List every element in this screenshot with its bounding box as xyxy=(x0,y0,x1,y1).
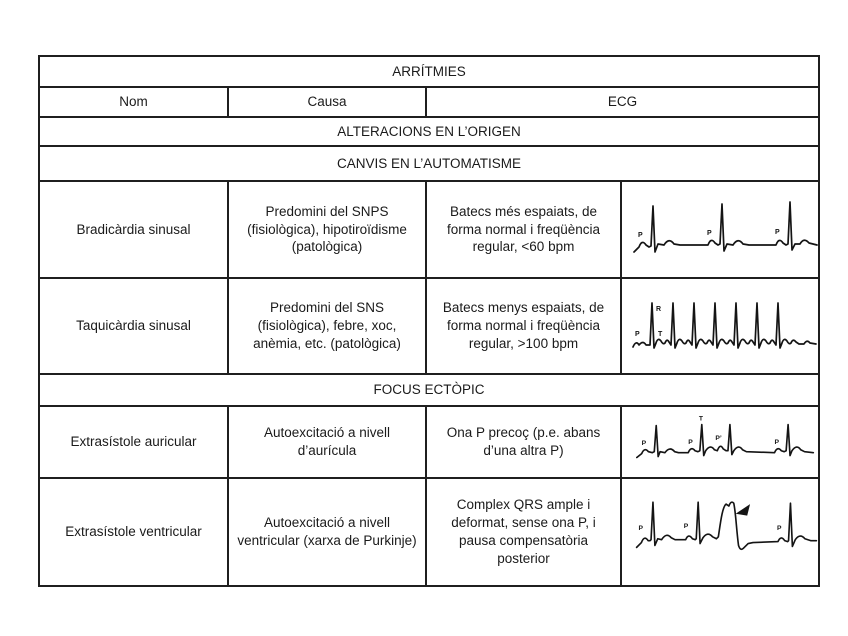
row-name-taquicardia: Taquicàrdia sinusal xyxy=(38,277,229,375)
section-header-focus: FOCUS ECTÒPIC xyxy=(37,373,821,407)
row-name-bradicardia: Bradicàrdia sinusal xyxy=(38,180,229,279)
r-wave-label: R xyxy=(656,306,661,313)
section-header-automatisme: CANVIS EN L’AUTOMATISME xyxy=(37,145,821,182)
p-wave-label: P xyxy=(639,525,644,532)
section-header-origen: ALTERACIONS EN L’ORIGEN xyxy=(37,116,821,147)
row-ecg-text-bradicardia: Batecs més espaiats, de forma normal i f… xyxy=(425,180,622,279)
table-row: Bradicàrdia sinusal Predomini del SNPS (… xyxy=(38,180,821,279)
row-ecg-text-extrasistole-auricular: Ona P precoç (p.e. abans d’una altra P) xyxy=(425,405,622,479)
p-wave-label: P xyxy=(635,331,640,338)
p-wave-label: P xyxy=(642,440,647,447)
row-ecg-text-extrasistole-ventricular: Complex QRS ample i deformat, sense ona … xyxy=(425,477,622,587)
row-ecg-image-cell: P P T P’ P xyxy=(619,405,821,479)
table-row: Taquicàrdia sinusal Predomini del SNS (f… xyxy=(38,277,821,375)
table-row: Extrasístole auricular Autoexcitació a n… xyxy=(38,405,821,479)
column-header-nom: Nom xyxy=(38,86,229,118)
row-causa-taquicardia: Predomini del SNS (fisiològica), febre, … xyxy=(227,277,427,375)
sinus-bradycardia-ecg-strip: P P P xyxy=(633,200,818,253)
row-ecg-image-cell: P P P xyxy=(619,180,821,279)
column-header-ecg: ECG xyxy=(424,86,821,118)
t-wave-label: T xyxy=(658,331,663,338)
p-wave-label: P xyxy=(688,439,693,446)
row-causa-extrasistole-ventricular: Autoexcitació a nivell ventricular (xarx… xyxy=(227,477,427,587)
premature-p-wave-label: P’ xyxy=(715,435,722,442)
pvc-pointer-arrow-icon xyxy=(735,504,751,516)
premature-atrial-beat-ecg-strip: P P T P’ P xyxy=(635,416,815,459)
column-header-causa: Causa xyxy=(227,86,427,118)
row-name-extrasistole-ventricular: Extrasístole ventricular xyxy=(38,477,229,587)
sinus-tachycardia-ecg-strip: P R T xyxy=(632,302,817,349)
row-ecg-text-taquicardia: Batecs menys espaiats, de forma normal i… xyxy=(425,277,622,375)
p-wave-label: P xyxy=(775,229,780,236)
premature-ventricular-beat-ecg-strip: P P P xyxy=(635,501,818,551)
p-wave-label: P xyxy=(684,523,689,530)
table-title: ARRÍTMIES xyxy=(37,55,821,88)
row-causa-bradicardia: Predomini del SNPS (fisiològica), hipoti… xyxy=(227,180,427,279)
p-wave-label: P xyxy=(777,525,782,532)
row-causa-extrasistole-auricular: Autoexcitació a nivell d’aurícula xyxy=(227,405,427,479)
table-row: Extrasístole ventricular Autoexcitació a… xyxy=(38,477,821,587)
row-ecg-image-cell: P R T xyxy=(619,277,821,375)
p-wave-label: P xyxy=(707,230,712,237)
arrhythmias-table: ARRÍTMIES Nom Causa ECG ALTERACIONS EN L… xyxy=(37,55,821,587)
t-wave-label: T xyxy=(699,416,704,423)
p-wave-label: P xyxy=(775,439,780,446)
p-wave-label: P xyxy=(638,232,643,239)
row-name-extrasistole-auricular: Extrasístole auricular xyxy=(38,405,229,479)
row-ecg-image-cell: P P P xyxy=(619,477,821,587)
